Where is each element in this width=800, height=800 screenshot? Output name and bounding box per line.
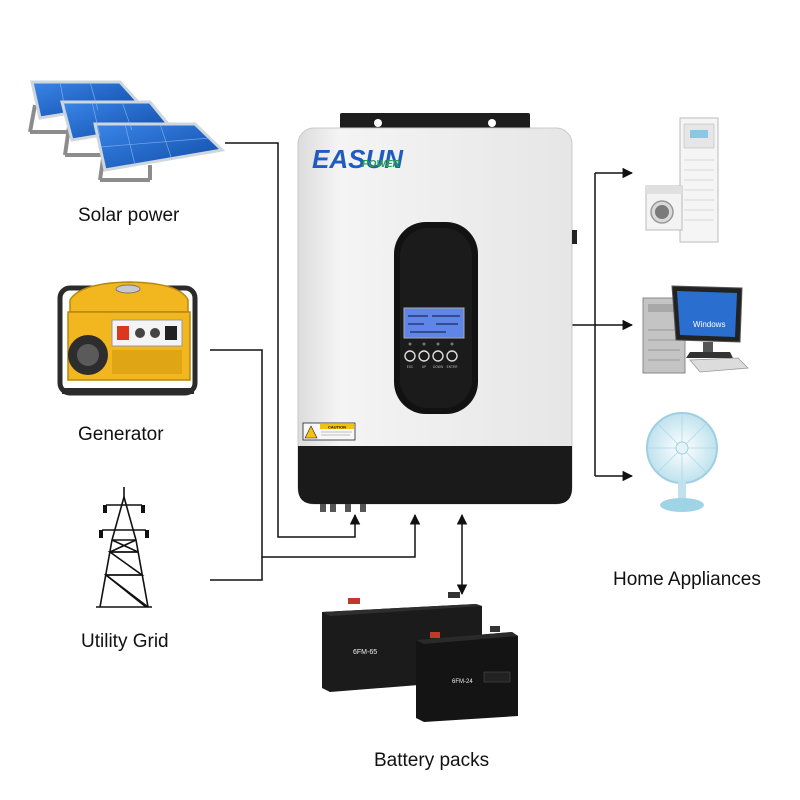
generator-label: Generator	[78, 424, 164, 445]
appliances-label: Home Appliances	[613, 569, 761, 590]
solar-panel-icon	[28, 80, 226, 182]
control-buttons	[404, 350, 458, 362]
svg-text:ESC: ESC	[407, 365, 414, 369]
enter-button	[446, 350, 458, 362]
grid-line	[210, 557, 263, 581]
inverter-unit: EASUN POWER ESC UP DOWN ENTER	[297, 113, 577, 512]
washing-machine-icon	[645, 185, 683, 231]
svg-text:6FM-24: 6FM-24	[452, 679, 473, 685]
svg-text:EASUN: EASUN	[312, 144, 404, 174]
svg-text:Windows: Windows	[693, 320, 725, 329]
svg-text:DOWN: DOWN	[433, 365, 444, 369]
power-tower-icon	[96, 487, 152, 608]
svg-text:6FM-65: 6FM-65	[353, 649, 377, 656]
down-button	[432, 350, 444, 362]
computer-icon: Windows	[642, 285, 749, 374]
solar-label: Solar power	[78, 205, 180, 226]
svg-text:UP: UP	[422, 365, 426, 369]
fan-icon	[646, 412, 718, 512]
battery-icon: 6FM-65 6FM-24	[322, 592, 518, 722]
air-conditioner-icon	[679, 117, 719, 243]
lcd-display	[403, 307, 465, 339]
brand-logo: EASUN POWER	[312, 144, 404, 174]
generator-icon	[57, 281, 198, 396]
caution-label: CAUTION	[302, 422, 356, 441]
svg-text:ENTER: ENTER	[447, 365, 459, 369]
svg-text:CAUTION: CAUTION	[328, 425, 346, 430]
esc-button	[404, 350, 416, 362]
battery-label: Battery packs	[374, 750, 489, 771]
connection-lines	[210, 142, 634, 596]
grid-label: Utility Grid	[81, 631, 169, 652]
svg-text:POWER: POWER	[362, 159, 401, 170]
up-button	[418, 350, 430, 362]
solar-line	[225, 142, 361, 538]
